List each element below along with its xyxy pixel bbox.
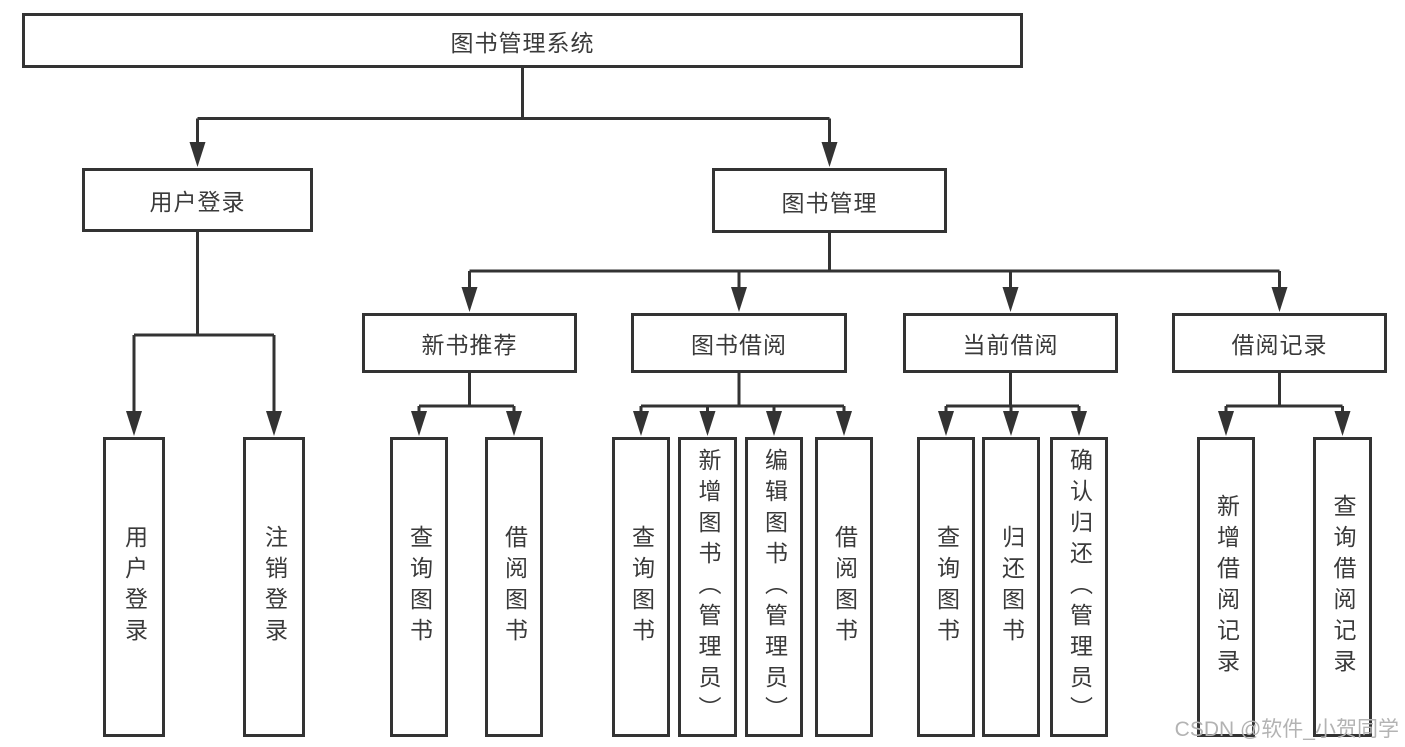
node-current-borrowing: 当前借阅	[903, 313, 1118, 373]
leaf-borrow-books-recommend: 借阅图书	[485, 437, 543, 737]
leaf-add-books-admin: 新增图书（管理员）	[678, 437, 737, 737]
node-book-management: 图书管理	[712, 168, 947, 233]
leaf-borrow-books: 借阅图书	[815, 437, 873, 737]
leaf-logout: 注销登录	[243, 437, 305, 737]
node-new-book-recommendation: 新书推荐	[362, 313, 577, 373]
node-book-borrowing: 图书借阅	[631, 313, 847, 373]
leaf-confirm-return-admin: 确认归还（管理员）	[1050, 437, 1108, 737]
leaf-query-borrow-record: 查询借阅记录	[1313, 437, 1372, 737]
node-user-login: 用户登录	[82, 168, 313, 232]
node-library-management-system: 图书管理系统	[22, 13, 1023, 68]
leaf-user-login: 用户登录	[103, 437, 165, 737]
leaf-edit-books-admin: 编辑图书（管理员）	[745, 437, 803, 737]
leaf-query-books-borrowing: 查询图书	[612, 437, 670, 737]
leaf-add-borrow-record: 新增借阅记录	[1197, 437, 1255, 737]
leaf-query-books-current: 查询图书	[917, 437, 975, 737]
leaf-query-books-recommend: 查询图书	[390, 437, 448, 737]
node-borrowing-records: 借阅记录	[1172, 313, 1387, 373]
leaf-return-books: 归还图书	[982, 437, 1040, 737]
